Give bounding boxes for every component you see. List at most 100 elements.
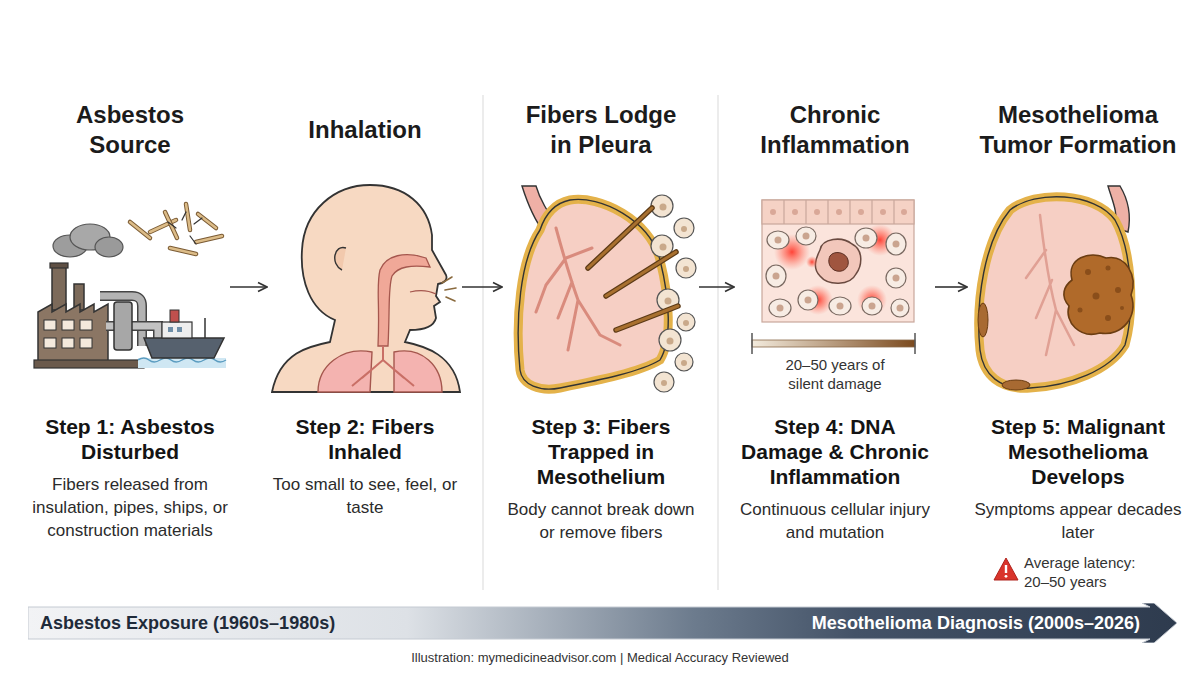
tissue-illustration	[855, 228, 877, 248]
tissue-illustration	[914, 333, 916, 354]
latency-note: Average latency: 20–50 years	[1024, 553, 1156, 591]
tissue-illustration	[862, 297, 882, 315]
tissue-illustration	[893, 200, 894, 224]
tissue-illustration	[762, 200, 914, 224]
flow-arrow	[462, 286, 502, 288]
credit-line: Illustration: mymedicineadvisor.com | Me…	[300, 649, 900, 667]
tissue-illustration	[798, 290, 818, 310]
tissue-illustration	[752, 200, 915, 354]
pleura-illustration	[660, 204, 667, 211]
tissue-illustration	[829, 297, 851, 315]
process-step: Asbestos SourceStep 1: Asbestos Disturbe…	[32, 95, 228, 550]
factory-illustration	[62, 338, 74, 348]
tissue-illustration	[751, 333, 753, 354]
heading-area: Mesothelioma Tumor Formation	[970, 98, 1186, 162]
factory-illustration	[44, 338, 56, 348]
tissue-illustration	[767, 231, 789, 249]
head-illustration	[446, 297, 455, 301]
tissue-illustration	[886, 268, 906, 288]
step-title: Step 3: Fibers Trapped in Mesothelium	[505, 414, 697, 489]
factory-illustration	[130, 222, 150, 238]
warning-icon	[994, 558, 1018, 580]
step-description: Body cannot break down or remove fibers	[505, 498, 697, 544]
tissue-illustration	[858, 209, 864, 215]
factory-illustration	[62, 320, 74, 330]
pleura-illustration	[677, 313, 695, 331]
factory-illustration	[170, 248, 196, 254]
tissue-illustration	[777, 305, 784, 312]
factory-illustration	[114, 302, 132, 350]
heading-area: Asbestos Source	[55, 98, 205, 162]
factory-illustration	[138, 358, 226, 368]
tissue-illustration	[762, 200, 914, 322]
warning-icon	[1005, 565, 1007, 573]
head-illustration	[352, 346, 414, 386]
head-illustration	[378, 255, 430, 346]
tissue-illustration	[827, 200, 828, 224]
head-illustration	[272, 185, 460, 392]
step-description: Symptoms appear decades later	[970, 498, 1186, 544]
flow-arrow	[230, 286, 267, 288]
tissue-illustration	[792, 209, 798, 215]
tissue-illustration	[880, 209, 886, 215]
column-heading: Asbestos Source	[55, 100, 205, 160]
tumor-illustration	[1093, 293, 1100, 300]
factory-illustration	[170, 310, 179, 322]
step-description: Too small to see, feel, or taste	[270, 473, 460, 519]
pleura-illustration	[661, 380, 667, 386]
tissue-illustration	[815, 239, 860, 283]
pleura-illustration	[518, 186, 696, 392]
heading-area: Chronic Inflammation	[740, 98, 930, 162]
column-separator	[718, 95, 719, 590]
tissue-illustration	[893, 241, 900, 248]
tissue-illustration	[857, 285, 887, 315]
tumor-illustration	[1105, 315, 1111, 321]
tissue-illustration	[783, 200, 784, 224]
factory-illustration	[196, 236, 222, 242]
factory-illustration	[38, 304, 108, 362]
step-title: Step 2: Fibers Inhaled	[270, 414, 460, 464]
pleura-illustration	[606, 252, 676, 296]
exposure-label: Asbestos Exposure (1960s–1980s)	[40, 613, 335, 634]
pleura-illustration	[683, 320, 689, 326]
pleura-illustration	[588, 208, 652, 268]
factory-illustration	[130, 204, 222, 254]
tumor-illustration	[1085, 269, 1091, 275]
warning-icon	[994, 558, 1018, 580]
factory-illustration	[168, 222, 176, 228]
factory-illustration	[144, 338, 224, 358]
tumor-illustration	[978, 186, 1133, 390]
head-illustration	[442, 277, 452, 283]
tumor-illustration	[1106, 266, 1111, 271]
factory-illustration	[50, 263, 68, 268]
step-title: Step 5: Malignant Mesothelioma Develops	[970, 414, 1186, 489]
factory-illustration	[44, 320, 56, 330]
pleura-illustration	[675, 353, 693, 371]
process-step: Fibers Lodge in PleuraStep 3: Fibers Tra…	[505, 95, 697, 550]
factory-illustration	[170, 248, 196, 254]
tissue-illustration	[770, 209, 907, 215]
tumor-illustration	[1064, 255, 1133, 334]
tissue-illustration	[806, 256, 818, 268]
band-shape	[28, 603, 1177, 643]
step-area: Step 5: Malignant Mesothelioma DevelopsS…	[970, 414, 1186, 544]
process-step: InhalationStep 2: Fibers InhaledToo smal…	[270, 95, 460, 550]
head-illustration	[445, 288, 456, 290]
factory-illustration	[198, 214, 216, 228]
step-area: Step 3: Fibers Trapped in MesotheliumBod…	[505, 414, 697, 544]
column-separator	[483, 95, 718, 590]
column-separator	[483, 95, 484, 590]
tissue-illustration	[886, 233, 906, 255]
factory-illustration	[186, 204, 190, 230]
pleura-illustration	[660, 244, 667, 251]
warning-icon	[1005, 575, 1008, 578]
factory-illustration	[130, 222, 150, 238]
tissue-illustration	[770, 209, 776, 215]
pleura-illustration	[681, 226, 687, 232]
factory-illustration	[95, 237, 123, 257]
factory-illustration	[186, 204, 190, 230]
pleura-illustration	[518, 199, 668, 389]
factory-illustration	[190, 236, 196, 244]
heading-area: Inhalation	[270, 98, 460, 162]
tumor-illustration	[1078, 308, 1083, 313]
